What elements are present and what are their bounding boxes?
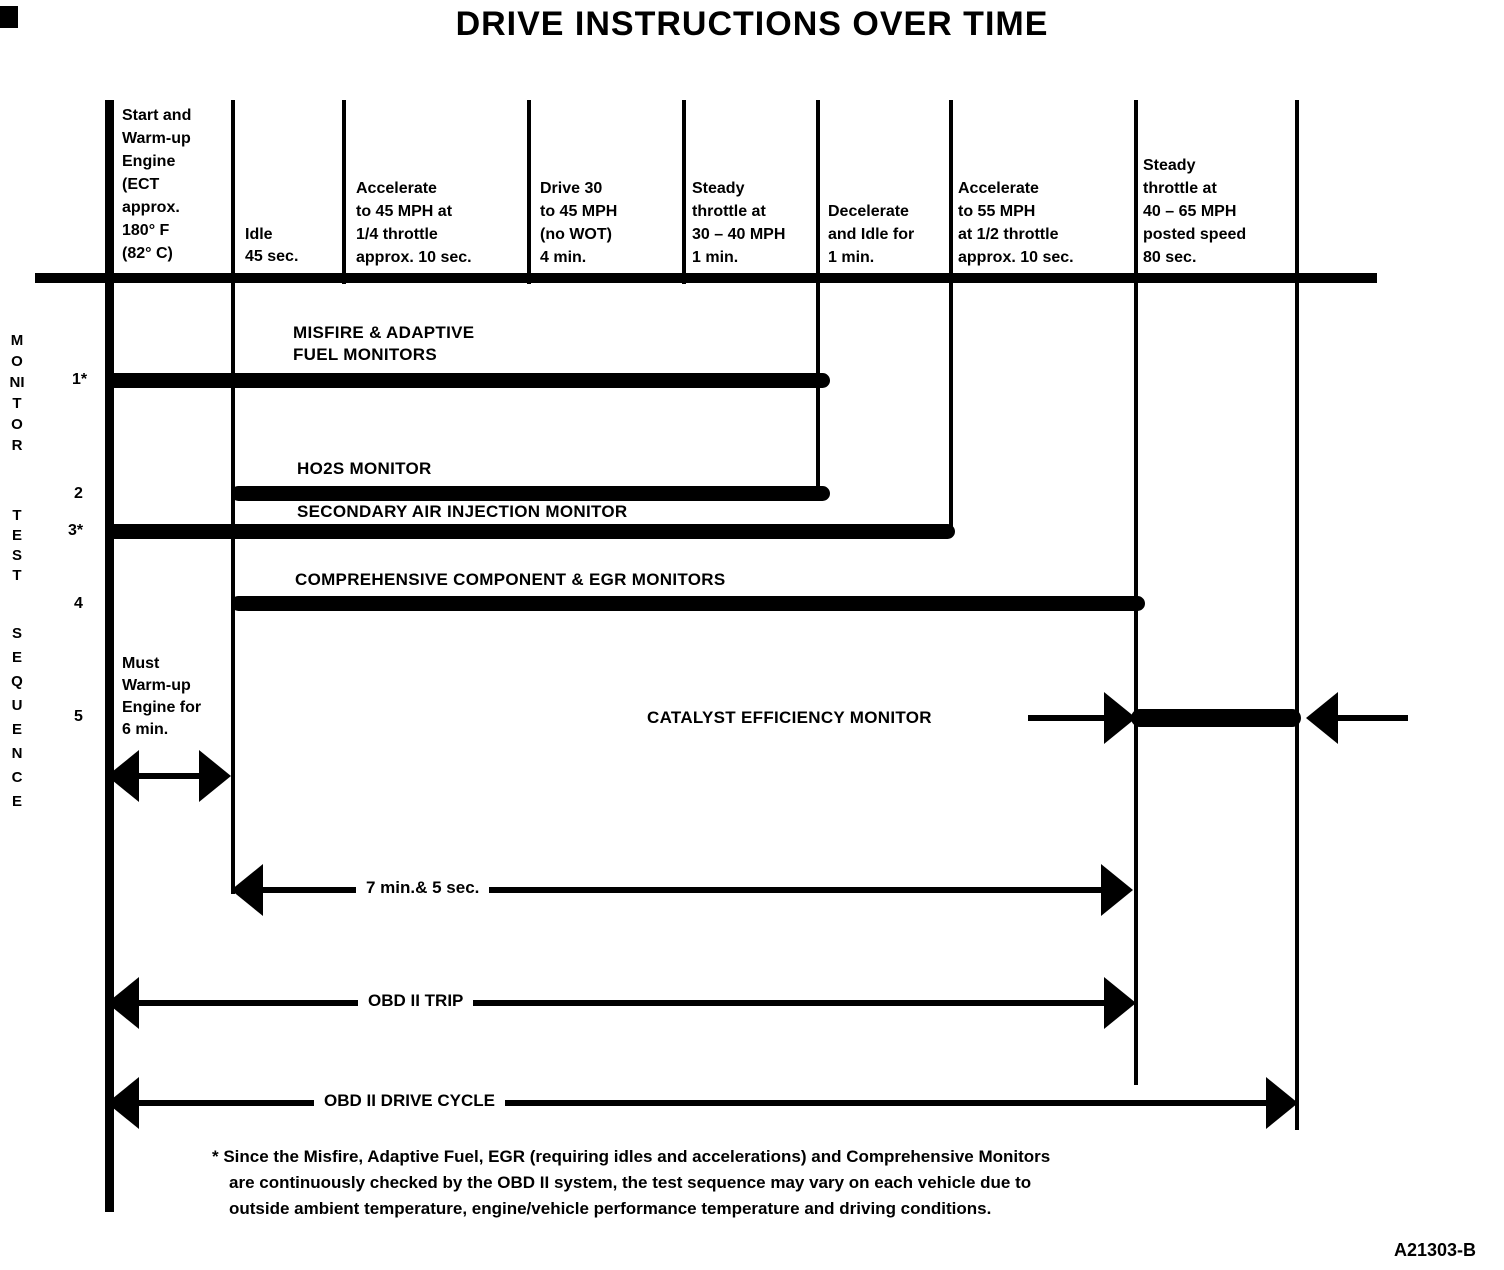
step-label-warmup: Start and Warm-up Engine (ECT approx. 18… xyxy=(122,107,192,262)
arrowhead-right-icon xyxy=(1104,692,1136,744)
step-label-accel55: Accelerate to 55 MPH at 1/2 throttle app… xyxy=(958,180,1074,266)
step-label-drive30: Drive 30 to 45 MPH (no WOT) 4 min. xyxy=(540,180,618,266)
step-label-steady30: Steady throttle at 30 – 40 MPH 1 min. xyxy=(692,180,786,266)
axis-caption-test: TEST xyxy=(11,507,22,584)
step-line-accel55 xyxy=(949,100,953,530)
secondary-air-injection-label: SECONDARY AIR INJECTION MONITOR xyxy=(297,502,628,521)
step-label-steady40: Steady throttle at 40 – 65 MPH posted sp… xyxy=(1143,157,1247,266)
arrowhead-left-icon xyxy=(1306,692,1338,744)
arrowhead-right-icon xyxy=(199,750,231,802)
footnote: * Since the Misfire, Adaptive Fuel, EGR … xyxy=(212,1147,1051,1218)
step-label-idle: Idle 45 sec. xyxy=(245,226,299,265)
arrowhead-right-icon xyxy=(1101,864,1133,916)
ho2s-monitor-bar xyxy=(231,486,830,501)
axis-caption-sequence: SEQUENCE xyxy=(11,625,23,810)
row-number-4: 4 xyxy=(74,595,83,612)
step-label-accel45: Accelerate to 45 MPH at 1/4 throttle app… xyxy=(356,180,472,266)
arrow-shaft xyxy=(126,1100,1282,1106)
row-number-3: 3* xyxy=(68,522,84,539)
step-line-drive30 xyxy=(527,100,531,284)
arrowhead-right-icon xyxy=(1266,1077,1298,1129)
warm-up-note: Must Warm-up Engine for 6 min. xyxy=(122,655,202,738)
catalyst-efficiency-label: CATALYST EFFICIENCY MONITOR xyxy=(647,708,932,727)
step-line-steady40 xyxy=(1134,100,1138,1085)
arrow-shaft xyxy=(126,1000,1120,1006)
drive-cycle-label: OBD II DRIVE CYCLE xyxy=(314,1091,505,1111)
secondary-air-injection-bar xyxy=(107,524,955,539)
timeline-rule xyxy=(35,273,1377,283)
obd-trip-label: OBD II TRIP xyxy=(358,991,474,1011)
misfire-adaptive-fuel-bar xyxy=(107,373,830,388)
arrowhead-right-icon xyxy=(1104,977,1136,1029)
step-label-decelerate: Decelerate and Idle for 1 min. xyxy=(828,203,915,266)
comprehensive-egr-bar xyxy=(231,596,1145,611)
arrow-shaft xyxy=(1334,715,1408,721)
arrow-shaft xyxy=(250,887,1117,893)
sequence-start-line xyxy=(105,100,114,1212)
seven-min-label: 7 min.& 5 sec. xyxy=(356,878,490,898)
catalyst-efficiency-bar xyxy=(1131,709,1301,727)
row-number-5: 5 xyxy=(74,708,83,725)
row-number-2: 2 xyxy=(74,485,83,502)
step-line-decelerate xyxy=(816,100,820,492)
arrow-shaft xyxy=(125,773,215,779)
misfire-adaptive-fuel-label: MISFIRE & ADAPTIVE FUEL MONITORS xyxy=(293,323,475,364)
comprehensive-egr-label: COMPREHENSIVE COMPONENT & EGR MONITORS xyxy=(295,570,726,589)
axis-caption-monitor: MONITOR xyxy=(9,332,25,454)
scan-artifact xyxy=(0,6,18,28)
step-line-steady30 xyxy=(682,100,686,284)
step-line-accel45 xyxy=(342,100,346,284)
arrow-shaft xyxy=(1028,715,1110,721)
row-number-1: 1* xyxy=(72,371,88,388)
ho2s-monitor-label: HO2S MONITOR xyxy=(297,459,432,478)
step-line-end xyxy=(1295,100,1299,1130)
page-title: DRIVE INSTRUCTIONS OVER TIME xyxy=(455,5,1049,43)
figure-code: A21303-B xyxy=(1393,1240,1476,1260)
